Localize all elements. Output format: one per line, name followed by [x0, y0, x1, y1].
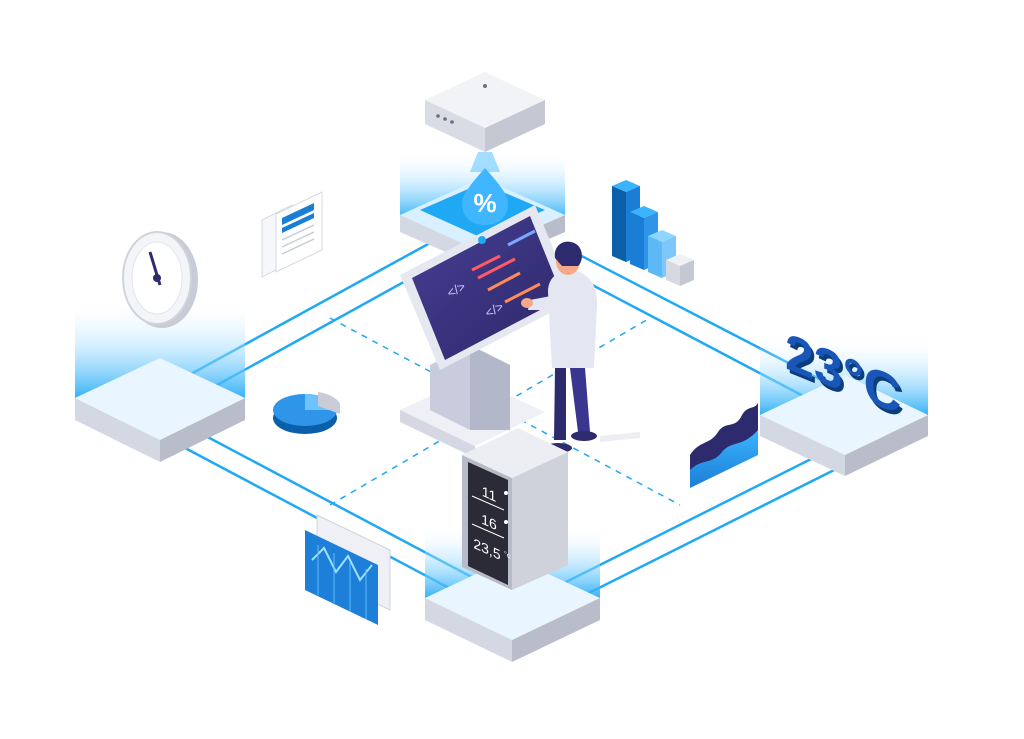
- document-icon: [261, 191, 323, 278]
- drop-icon: [504, 491, 508, 495]
- line-chart-card: [305, 514, 391, 625]
- gauge-icon: [122, 231, 198, 328]
- pie-chart-icon: [273, 392, 340, 434]
- area-chart-icon: [690, 403, 758, 488]
- display-line-1: 11: [482, 484, 497, 506]
- right-platform: [760, 335, 928, 476]
- touch-kiosk: </> </>: [400, 205, 575, 458]
- person-figure: [521, 241, 640, 453]
- display-line-3-unit: °c: [504, 549, 511, 561]
- sensor-screen: [468, 462, 508, 585]
- left-platform: [75, 300, 245, 462]
- sensor-display-device: 11 16 23,5 °c: [462, 428, 568, 590]
- percent-symbol: %: [473, 188, 496, 218]
- kiosk-screen: [412, 216, 563, 360]
- display-line-2: 16: [481, 512, 497, 534]
- server-box-icon: [425, 72, 545, 172]
- drop-icon: [504, 520, 508, 524]
- bar-chart-icon: [612, 180, 694, 286]
- percent-drop-icon: %: [462, 168, 508, 225]
